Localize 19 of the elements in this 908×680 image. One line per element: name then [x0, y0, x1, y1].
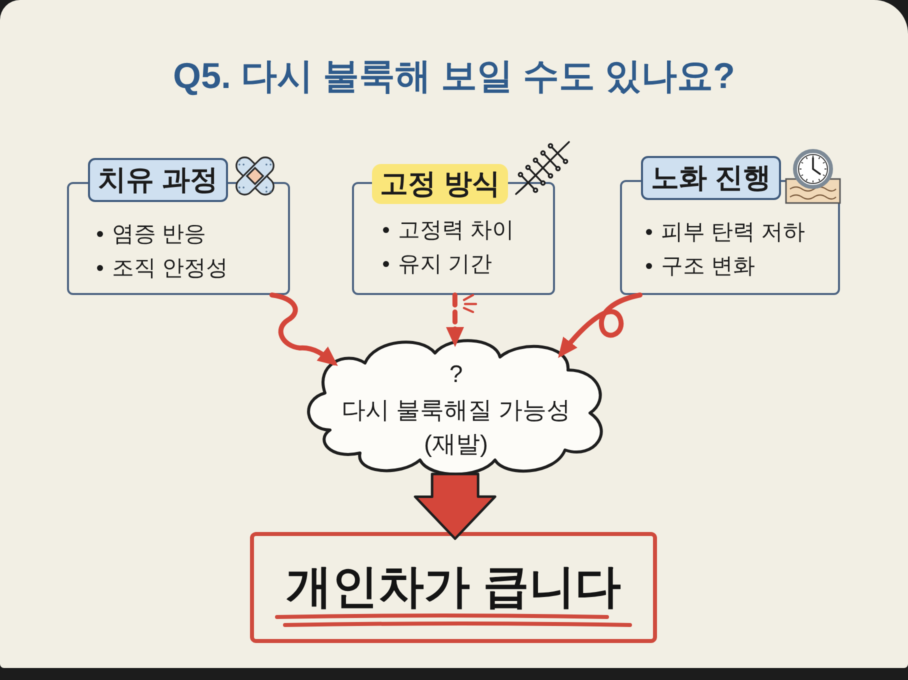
- result-text: 개인차가 큽니다: [286, 559, 621, 614]
- cloud-text: (재발): [424, 430, 488, 460]
- title: Q5. 다시 불룩해 보일 수도 있나요?: [172, 54, 736, 98]
- result-box: [250, 532, 657, 643]
- wavy-arrow: [269, 292, 338, 366]
- curly-arrow: [558, 292, 643, 358]
- card-heading: 치유 과정: [88, 158, 228, 202]
- bullet-text: 피부 탄력 저하: [661, 221, 806, 243]
- bullet-text: 고정력 차이: [398, 219, 514, 241]
- dashed-arrow: [446, 292, 464, 348]
- cloud-text: 다시 불룩해질 가능성: [341, 396, 571, 426]
- card-heading: 노화 진행: [641, 156, 781, 200]
- card-heading: 고정 방식: [372, 164, 508, 204]
- bullet-text: 염증 반응: [112, 223, 206, 245]
- bullet-text: 구조 변화: [661, 255, 756, 277]
- block-arrow: [414, 472, 496, 540]
- bullet-text: 유지 기간: [398, 253, 492, 275]
- bullet-text: 조직 안정성: [112, 257, 228, 279]
- question-mark: ?: [449, 360, 463, 390]
